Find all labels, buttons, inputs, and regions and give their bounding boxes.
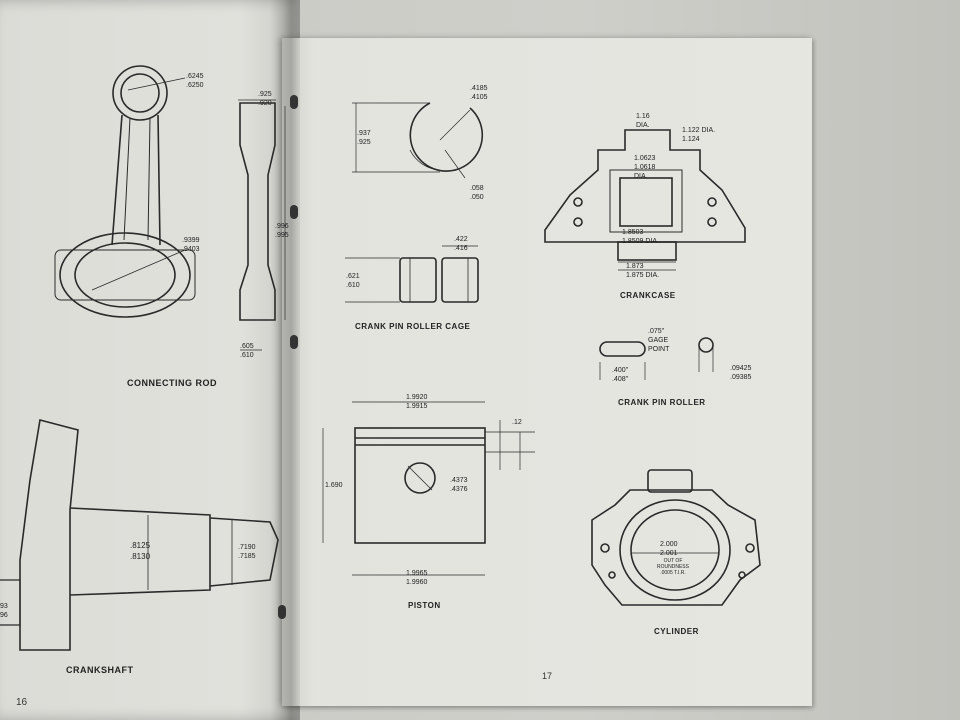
cylinder-drawing (591, 469, 761, 606)
roller-diameter-dim: .09425.09385 (730, 365, 752, 381)
left-page-number: 16 (16, 697, 28, 708)
cage-height-dim: .621.610 (346, 273, 360, 289)
piston-drawing (322, 401, 535, 576)
roller-length-dim: .400".408" (612, 367, 629, 383)
binding-hole (290, 335, 298, 349)
binding-hole (278, 605, 286, 619)
rod-big-end-dim: .9399.9403 (182, 237, 200, 253)
crankshaft-title: CRANKSHAFT (66, 665, 134, 675)
connecting-rod-side-drawing (238, 99, 286, 351)
right-page-number: 17 (542, 671, 553, 681)
piston-title: PISTON (408, 601, 441, 610)
crank-pin-roller-drawing (599, 337, 714, 380)
piston-pin-dim: .4373.4376 (450, 477, 468, 493)
rod-side-top-dim: .925.920 (258, 91, 272, 107)
ring-gap-dim: .058.050 (470, 185, 484, 201)
roller-cage-ring-drawing (352, 102, 484, 179)
crankshaft-journal-dim: .8125.8130 (130, 541, 151, 561)
cage-width-dim: .422.416 (454, 236, 468, 252)
crank-pin-roller-title: CRANK PIN ROLLER (618, 398, 706, 407)
roller-cage-drawing (345, 245, 479, 303)
binding-hole (290, 95, 298, 109)
piston-ring-dim: .12 (512, 419, 522, 426)
rod-side-bottom-dim: .605.610 (240, 343, 254, 359)
connecting-rod-drawing (54, 65, 196, 318)
connecting-rod-title: CONNECTING ROD (127, 378, 217, 388)
crankcase-title: CRANKCASE (620, 291, 676, 300)
cylinder-title: CYLINDER (654, 627, 699, 636)
ring-top-dim: .4185.4105 (470, 85, 488, 101)
rod-side-length-dim: .996.995 (275, 223, 289, 239)
ring-height-dim: .937.925 (357, 130, 371, 146)
crankcase-top-right-dim: 1.122 DIA.1.124 (682, 127, 716, 143)
binding-hole (290, 205, 298, 219)
crankcase-drawing (544, 129, 746, 271)
crankshaft-taper-dim: .7190.7185 (238, 544, 256, 560)
crankshaft-drawing (0, 419, 279, 651)
right-page (282, 38, 812, 706)
roller-cage-title: CRANK PIN ROLLER CAGE (355, 322, 471, 331)
rod-small-end-dim: .6245.6250 (186, 73, 204, 89)
piston-height-dim: 1.690 (325, 482, 343, 489)
